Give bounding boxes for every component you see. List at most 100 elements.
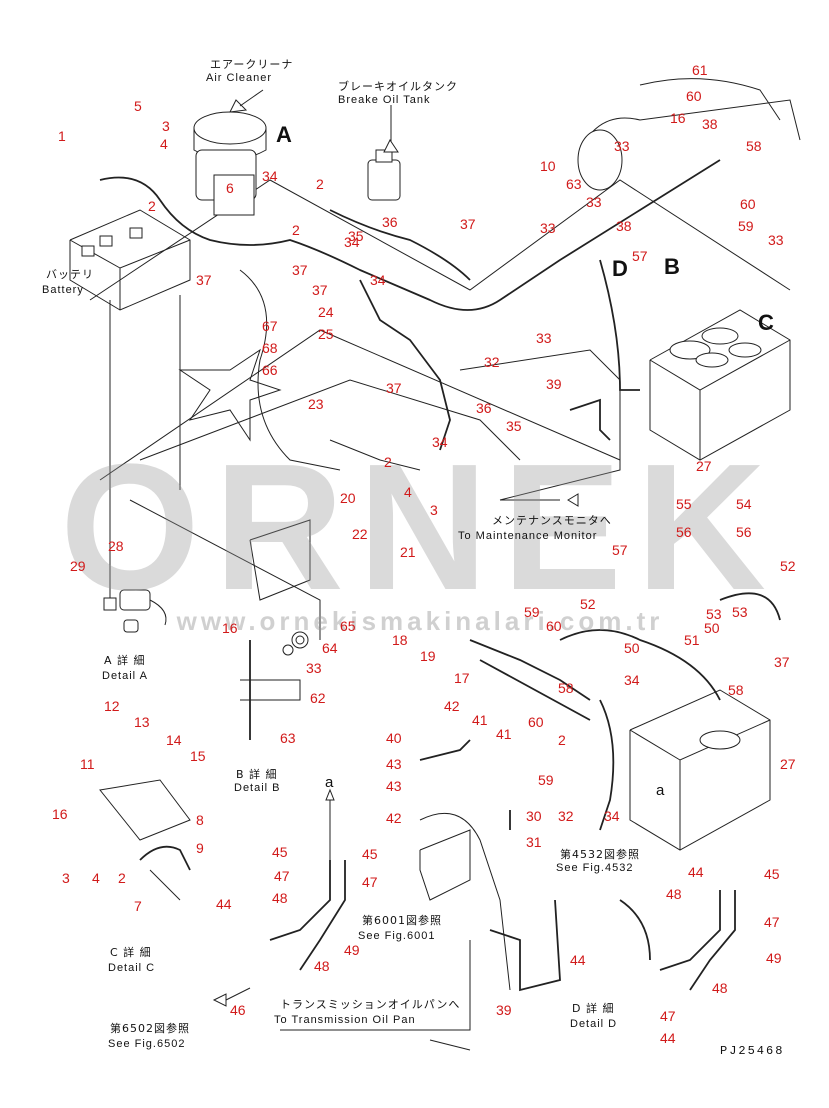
part-callout-44: 44	[660, 1030, 676, 1046]
label-detail-d-en: Detail D	[570, 1018, 618, 1030]
label-detail-c-en: Detail C	[108, 962, 156, 974]
part-callout-21: 21	[400, 544, 416, 560]
part-callout-6: 6	[226, 180, 234, 196]
part-callout-58: 58	[558, 680, 574, 696]
part-callout-14: 14	[166, 732, 182, 748]
part-callout-9: 9	[196, 840, 204, 856]
part-callout-33: 33	[540, 220, 556, 236]
label-air-cleaner-jp: エアークリーナ	[210, 58, 294, 71]
part-callout-16: 16	[222, 620, 238, 636]
part-callout-10: 10	[540, 158, 556, 174]
part-callout-2: 2	[316, 176, 324, 192]
label-maintenance-jp: メンテナンスモニタへ	[492, 514, 612, 527]
part-callout-46: 46	[230, 1002, 246, 1018]
part-callout-59: 59	[538, 772, 554, 788]
part-callout-50: 50	[624, 640, 640, 656]
view-letter-c: C	[758, 310, 774, 335]
part-callout-41: 41	[496, 726, 512, 742]
part-callout-43: 43	[386, 756, 402, 772]
part-callout-13: 13	[134, 714, 150, 730]
part-callout-48: 48	[666, 886, 682, 902]
part-callout-2: 2	[292, 222, 300, 238]
part-callout-54: 54	[736, 496, 752, 512]
part-callout-3: 3	[430, 502, 438, 518]
part-callout-52: 52	[580, 596, 596, 612]
label-detail-b-jp: B 詳 細	[236, 768, 278, 781]
part-callout-17: 17	[454, 670, 470, 686]
part-callout-37: 37	[774, 654, 790, 670]
part-callout-3: 3	[62, 870, 70, 886]
part-callout-33: 33	[586, 194, 602, 210]
part-callout-33: 33	[536, 330, 552, 346]
part-callout-33: 33	[614, 138, 630, 154]
part-callout-59: 59	[524, 604, 540, 620]
label-detail-a-jp: A 詳 細	[104, 654, 146, 667]
part-callout-38: 38	[702, 116, 718, 132]
label-maintenance-en: To Maintenance Monitor	[458, 530, 598, 542]
part-callout-56: 56	[736, 524, 752, 540]
part-callout-48: 48	[712, 980, 728, 996]
drawing-code: PJ25468	[720, 1044, 785, 1058]
part-callout-38: 38	[616, 218, 632, 234]
part-callout-29: 29	[70, 558, 86, 574]
part-callout-58: 58	[728, 682, 744, 698]
part-callout-60: 60	[546, 618, 562, 634]
part-callout-39: 39	[546, 376, 562, 392]
part-callout-53: 53	[706, 606, 722, 622]
part-callout-47: 47	[362, 874, 378, 890]
part-callout-41: 41	[472, 712, 488, 728]
part-callout-4: 4	[160, 136, 168, 152]
label-fig6001-en: See Fig.6001	[358, 930, 436, 942]
part-callout-2: 2	[384, 454, 392, 470]
flow-letter-a-1: a	[325, 774, 334, 791]
part-callout-34: 34	[262, 168, 278, 184]
part-callout-62: 62	[310, 690, 326, 706]
part-callout-2: 2	[148, 198, 156, 214]
part-callout-34: 34	[370, 272, 386, 288]
part-callout-33: 33	[768, 232, 784, 248]
flow-letter-a-2: a	[656, 782, 665, 799]
part-callout-42: 42	[444, 698, 460, 714]
part-callout-34: 34	[624, 672, 640, 688]
part-callout-49: 49	[766, 950, 782, 966]
label-fig6502-en: See Fig.6502	[108, 1038, 186, 1050]
part-callout-47: 47	[764, 914, 780, 930]
part-callout-16: 16	[52, 806, 68, 822]
part-callout-34: 34	[604, 808, 620, 824]
part-callout-66: 66	[262, 362, 278, 378]
watermark-logo-text: ORNEK	[59, 427, 781, 628]
part-callout-3: 3	[162, 118, 170, 134]
part-callout-24: 24	[318, 304, 334, 320]
part-callout-48: 48	[272, 890, 288, 906]
part-callout-4: 4	[92, 870, 100, 886]
part-callout-7: 7	[134, 898, 142, 914]
part-callout-45: 45	[272, 844, 288, 860]
part-callout-11: 11	[80, 756, 95, 772]
part-callout-40: 40	[386, 730, 402, 746]
part-callout-51: 51	[684, 632, 700, 648]
part-callout-2: 2	[558, 732, 566, 748]
part-callout-42: 42	[386, 810, 402, 826]
part-callout-60: 60	[528, 714, 544, 730]
part-callout-35: 35	[506, 418, 522, 434]
part-callout-58: 58	[746, 138, 762, 154]
part-callout-20: 20	[340, 490, 356, 506]
part-callout-34: 34	[432, 434, 448, 450]
part-callout-15: 15	[190, 748, 206, 764]
part-callout-32: 32	[558, 808, 574, 824]
part-callout-37: 37	[460, 216, 476, 232]
part-callout-37: 37	[312, 282, 328, 298]
part-callout-60: 60	[740, 196, 756, 212]
part-callout-31: 31	[526, 834, 542, 850]
part-callout-52: 52	[780, 558, 796, 574]
part-callout-4: 4	[404, 484, 412, 500]
part-callout-39: 39	[496, 1002, 512, 1018]
part-callout-2: 2	[118, 870, 126, 886]
part-callout-33: 33	[306, 660, 322, 676]
part-callout-44: 44	[570, 952, 586, 968]
part-callout-59: 59	[738, 218, 754, 234]
part-callout-22: 22	[352, 526, 368, 542]
part-callout-47: 47	[660, 1008, 676, 1024]
part-callout-48: 48	[314, 958, 330, 974]
